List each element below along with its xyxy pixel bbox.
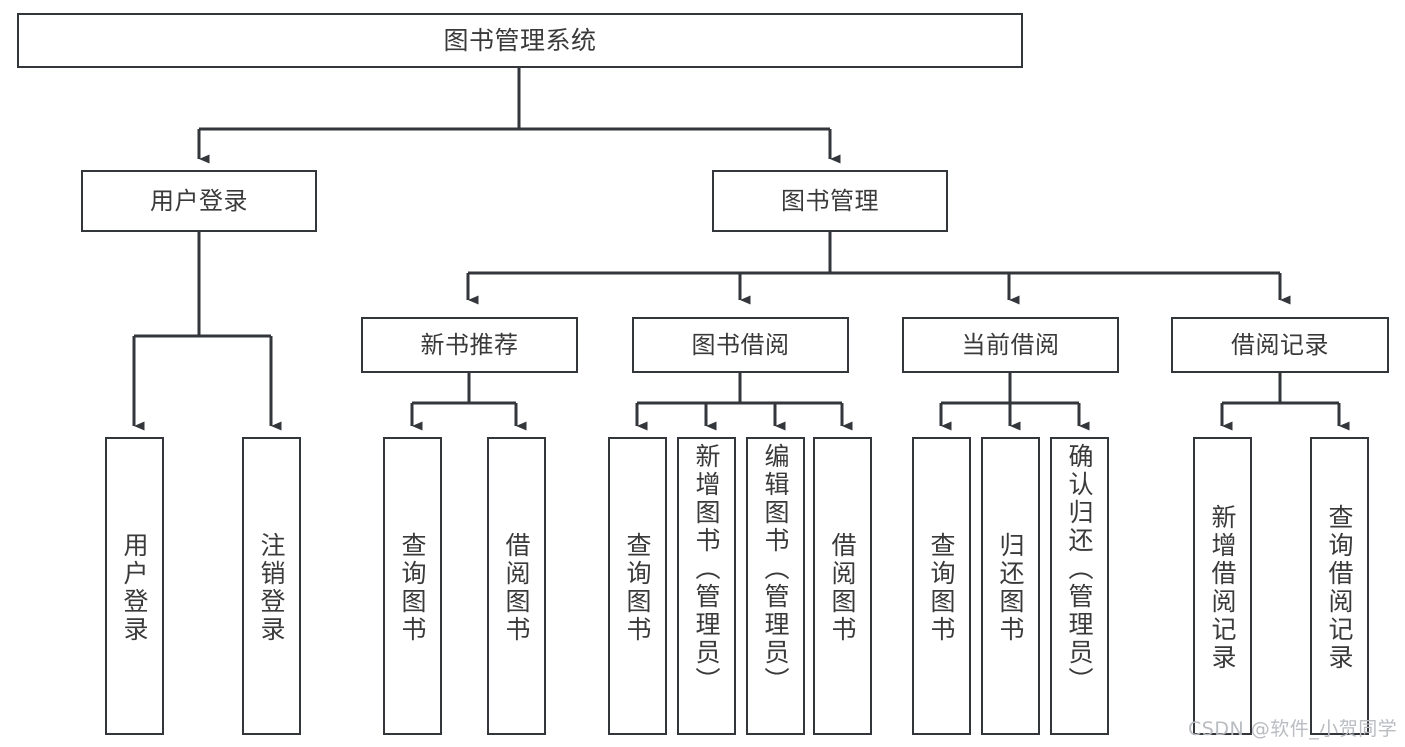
node-label: 图书借阅 <box>691 330 790 359</box>
node-label: 当前借阅 <box>961 330 1060 359</box>
leaf-edit-book-admin[interactable]: 编辑图书（管理员） <box>746 437 805 735</box>
node-label: 新书推荐 <box>420 330 519 359</box>
leaf-query-book-borrow[interactable]: 查询图书 <box>608 437 667 735</box>
node-label: 新增图书（管理员） <box>692 443 721 695</box>
leaf-confirm-return-admin[interactable]: 确认归还（管理员） <box>1050 437 1109 735</box>
leaf-user-logout[interactable]: 注销登录 <box>242 437 301 735</box>
leaf-add-borrow-record[interactable]: 新增借阅记录 <box>1193 437 1252 735</box>
node-user-login[interactable]: 用户登录 <box>81 170 317 232</box>
leaf-user-login[interactable]: 用户登录 <box>105 437 164 735</box>
leaf-query-borrow-record[interactable]: 查询借阅记录 <box>1310 437 1369 735</box>
node-label: 图书管理 <box>781 186 879 215</box>
node-label: 查询图书 <box>927 532 956 644</box>
leaf-add-book-admin[interactable]: 新增图书（管理员） <box>677 437 736 735</box>
node-borrow-record[interactable]: 借阅记录 <box>1171 317 1389 373</box>
node-label: 用户登录 <box>150 186 248 215</box>
node-label: 查询借阅记录 <box>1325 504 1354 672</box>
leaf-query-book-current[interactable]: 查询图书 <box>912 437 971 735</box>
leaf-return-book[interactable]: 归还图书 <box>981 437 1040 735</box>
node-label: 图书管理系统 <box>443 25 597 55</box>
node-label: 借阅图书 <box>828 532 857 644</box>
node-label: 查询图书 <box>398 532 427 644</box>
node-label: 新增借阅记录 <box>1208 504 1237 672</box>
node-book-management[interactable]: 图书管理 <box>712 170 948 232</box>
node-label: 借阅记录 <box>1231 330 1329 359</box>
watermark-text: CSDN @软件_小贺同学 <box>1188 718 1398 740</box>
node-book-borrow[interactable]: 图书借阅 <box>632 317 849 373</box>
leaf-borrow-book[interactable]: 借阅图书 <box>813 437 872 735</box>
node-label: 编辑图书（管理员） <box>761 443 790 695</box>
node-label: 确认归还（管理员） <box>1065 443 1094 695</box>
leaf-borrow-book-recommend[interactable]: 借阅图书 <box>487 437 546 735</box>
node-root-book-management-system[interactable]: 图书管理系统 <box>17 13 1023 68</box>
node-label: 注销登录 <box>257 532 286 644</box>
node-label: 借阅图书 <box>502 532 531 644</box>
node-new-book-recommend[interactable]: 新书推荐 <box>361 317 578 373</box>
node-label: 用户登录 <box>120 532 149 644</box>
leaf-query-book-recommend[interactable]: 查询图书 <box>383 437 442 735</box>
node-label: 归还图书 <box>996 532 1025 644</box>
node-current-borrow[interactable]: 当前借阅 <box>902 317 1119 373</box>
node-label: 查询图书 <box>623 532 652 644</box>
